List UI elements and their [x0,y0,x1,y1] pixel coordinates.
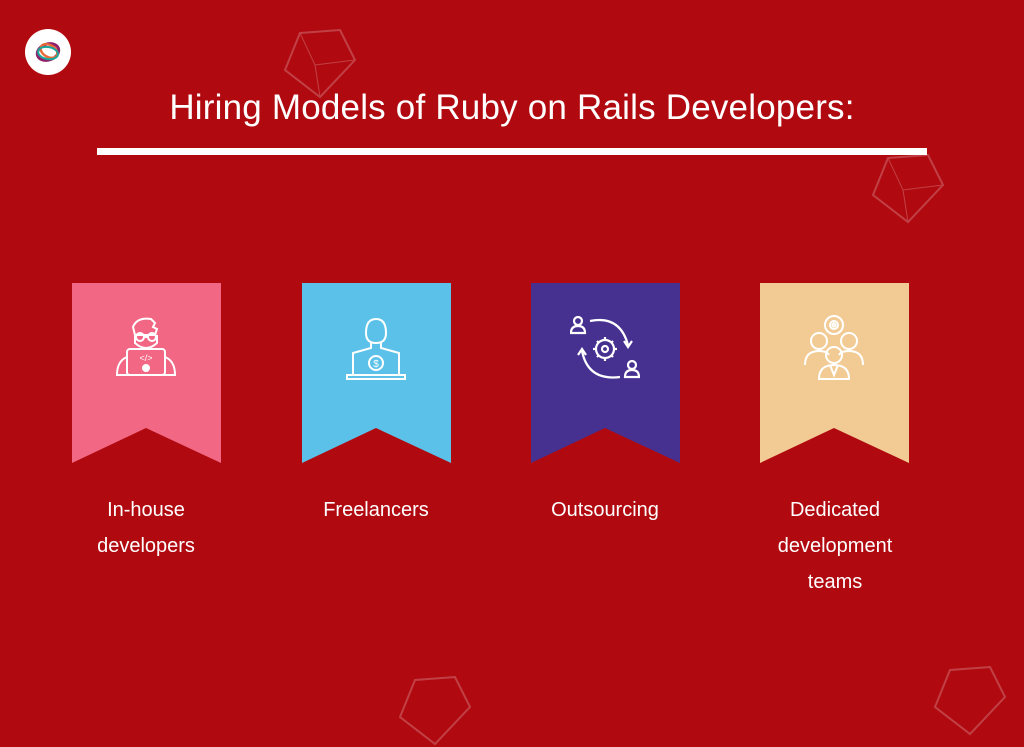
svg-text:</>: </> [139,353,152,363]
ribbon-banner [72,283,221,463]
brand-logo [25,29,71,75]
team-gear-icon [804,315,864,380]
ruby-gem-decoration-icon [933,665,1007,736]
model-label-freelancers: Freelancers [323,499,429,521]
freelancer-dollar-icon: $ [346,317,406,380]
ruby-gem-decoration-icon [398,675,472,746]
page-title: Hiring Models of Ruby on Rails Developer… [169,88,855,127]
ribbon-banner [531,283,680,463]
outsourcing-cycle-icon [570,315,640,379]
model-label-dedicated-teams: Dedicated development teams [777,499,893,593]
ruby-gem-decoration-icon [871,153,945,224]
ruby-gem-decoration-icon [283,28,357,99]
svg-text:$: $ [373,359,379,370]
model-card-outsourcing [531,283,680,463]
title-underline [97,148,927,155]
ribbon-banner [302,283,451,463]
model-card-dedicated-teams [760,283,909,463]
model-card-in-house: </> [72,283,221,463]
developer-laptop-icon: </> [115,317,177,376]
logo-swirl-icon [35,42,61,62]
model-label-outsourcing: Outsourcing [551,499,659,521]
model-label-in-house: In-house developers [97,499,195,557]
model-card-freelancers: $ [302,283,451,463]
